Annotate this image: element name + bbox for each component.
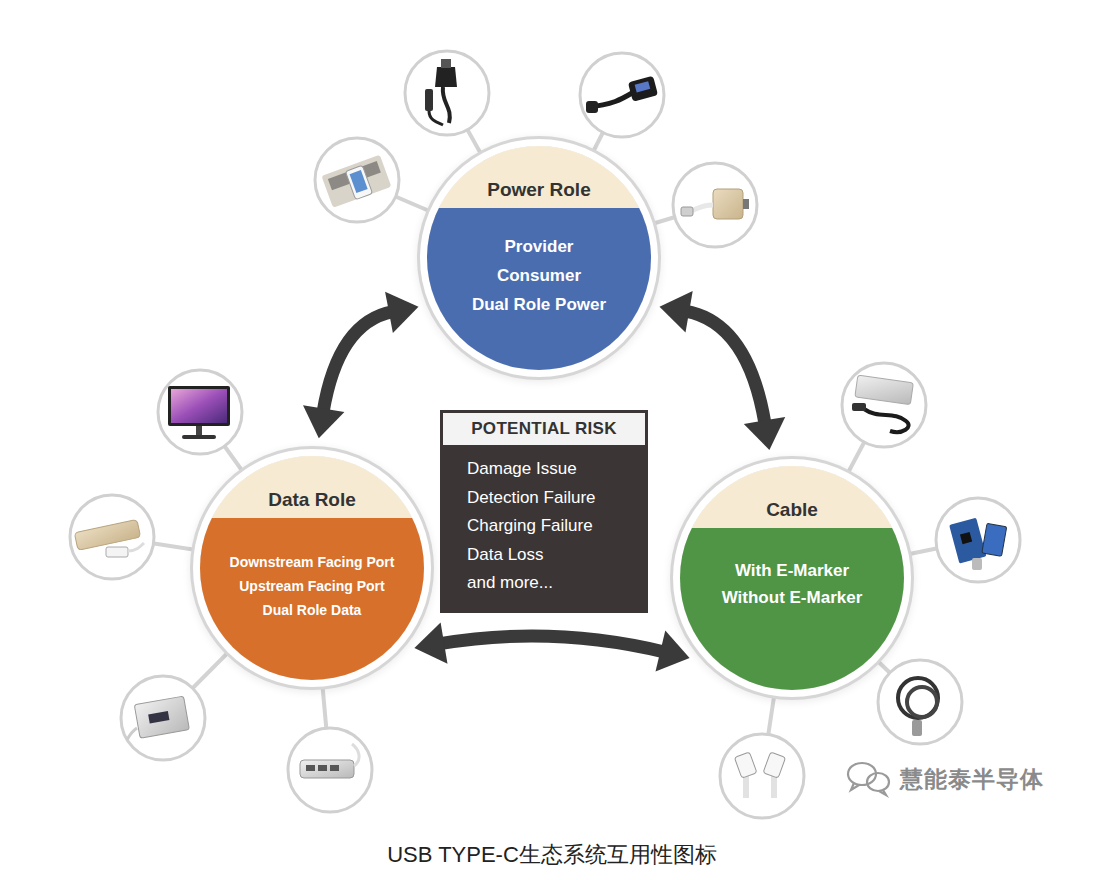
role-item: Upstream Facing Port xyxy=(239,575,384,598)
body-line: Dual Role Data xyxy=(200,598,424,622)
caption-text: USB TYPE-C生态系统互用性图标 xyxy=(387,842,717,867)
circle-title: Cable xyxy=(680,466,904,528)
role-item: Provider xyxy=(505,232,574,261)
circle-body: ProviderConsumerDual Role Power xyxy=(427,232,651,319)
role-item: Consumer xyxy=(497,261,581,290)
arrow-head xyxy=(385,292,418,333)
wechat-icon xyxy=(848,763,889,795)
role-item: Without E-Marker xyxy=(722,584,863,611)
cable-circle: CableWith E-MarkerWithout E-Marker xyxy=(680,466,904,690)
watermark-text: 慧能泰半导体 xyxy=(900,766,1044,792)
dock-photo xyxy=(74,519,144,557)
circle-body: With E-MarkerWithout E-Marker xyxy=(680,557,904,611)
risk-item: Damage Issue xyxy=(467,459,577,478)
risk-line: Damage Issue xyxy=(467,455,633,484)
laptop-cable-photo xyxy=(852,375,913,432)
watermark: 慧能泰半导体 xyxy=(900,764,1044,795)
video-adapter-photo xyxy=(127,696,189,740)
coiled-cable-photo xyxy=(898,678,938,736)
arrow-head xyxy=(744,417,785,450)
risk-box: POTENTIAL RISK Damage IssueDetection Fail… xyxy=(440,410,648,613)
double-arrow xyxy=(303,292,419,439)
body-line: Dual Role Power xyxy=(427,290,651,319)
arrow-shaft xyxy=(440,636,664,652)
extension-cable-photo xyxy=(586,76,658,113)
risk-title: POTENTIAL RISK xyxy=(471,419,617,438)
type-c-cable-photo xyxy=(734,752,785,798)
body-line: Downstream Facing Port xyxy=(200,550,424,574)
data-role-circle: Data RoleDownstream Facing PortUpstream … xyxy=(200,456,424,680)
role-item: Dual Role Data xyxy=(263,599,362,622)
arrow-shaft xyxy=(685,311,765,424)
risk-list: Damage IssueDetection FailureCharging Fa… xyxy=(443,445,645,610)
risk-item: Charging Failure xyxy=(467,516,593,535)
risk-line: Charging Failure xyxy=(467,512,633,541)
car-charger-photo xyxy=(425,59,457,125)
body-line: Consumer xyxy=(427,261,651,290)
photo-rings xyxy=(70,51,1020,818)
arrow-head xyxy=(414,622,447,663)
risk-item: Data Loss xyxy=(467,545,544,564)
arrow-head xyxy=(660,291,693,332)
adapter-photo xyxy=(681,189,749,219)
role-item: Downstream Facing Port xyxy=(230,551,395,574)
risk-item: Detection Failure xyxy=(467,488,596,507)
body-line: Without E-Marker xyxy=(680,584,904,611)
laptop-photo xyxy=(321,155,391,208)
spokes xyxy=(112,93,978,776)
risk-item: and more... xyxy=(467,573,553,592)
caption: USB TYPE-C生态系统互用性图标 xyxy=(0,840,1104,870)
arrow-head xyxy=(656,631,690,672)
monitor-photo xyxy=(168,386,230,439)
role-title: Power Role xyxy=(487,179,590,201)
arrow-head xyxy=(303,405,344,438)
double-arrow xyxy=(660,291,786,450)
hub-photo xyxy=(300,744,359,778)
circle-body: Downstream Facing PortUpstream Facing Po… xyxy=(200,550,424,622)
risk-heading: POTENTIAL RISK xyxy=(443,413,645,445)
arrow-shaft xyxy=(323,312,393,413)
body-line: Upstream Facing Port xyxy=(200,574,424,598)
body-line: Provider xyxy=(427,232,651,261)
circle-title: Data Role xyxy=(200,456,424,518)
double-arrow xyxy=(414,622,689,671)
circuit-board-photo xyxy=(949,518,1007,570)
power-role-circle: Power RoleProviderConsumerDual Role Powe… xyxy=(427,146,651,370)
role-title: Cable xyxy=(766,499,818,521)
role-item: With E-Marker xyxy=(735,557,849,584)
body-line: With E-Marker xyxy=(680,557,904,584)
circle-title: Power Role xyxy=(427,146,651,208)
risk-line: and more... xyxy=(467,569,633,598)
role-item: Dual Role Power xyxy=(472,290,606,319)
role-title: Data Role xyxy=(268,489,356,511)
risk-line: Data Loss xyxy=(467,541,633,570)
risk-line: Detection Failure xyxy=(467,484,633,513)
